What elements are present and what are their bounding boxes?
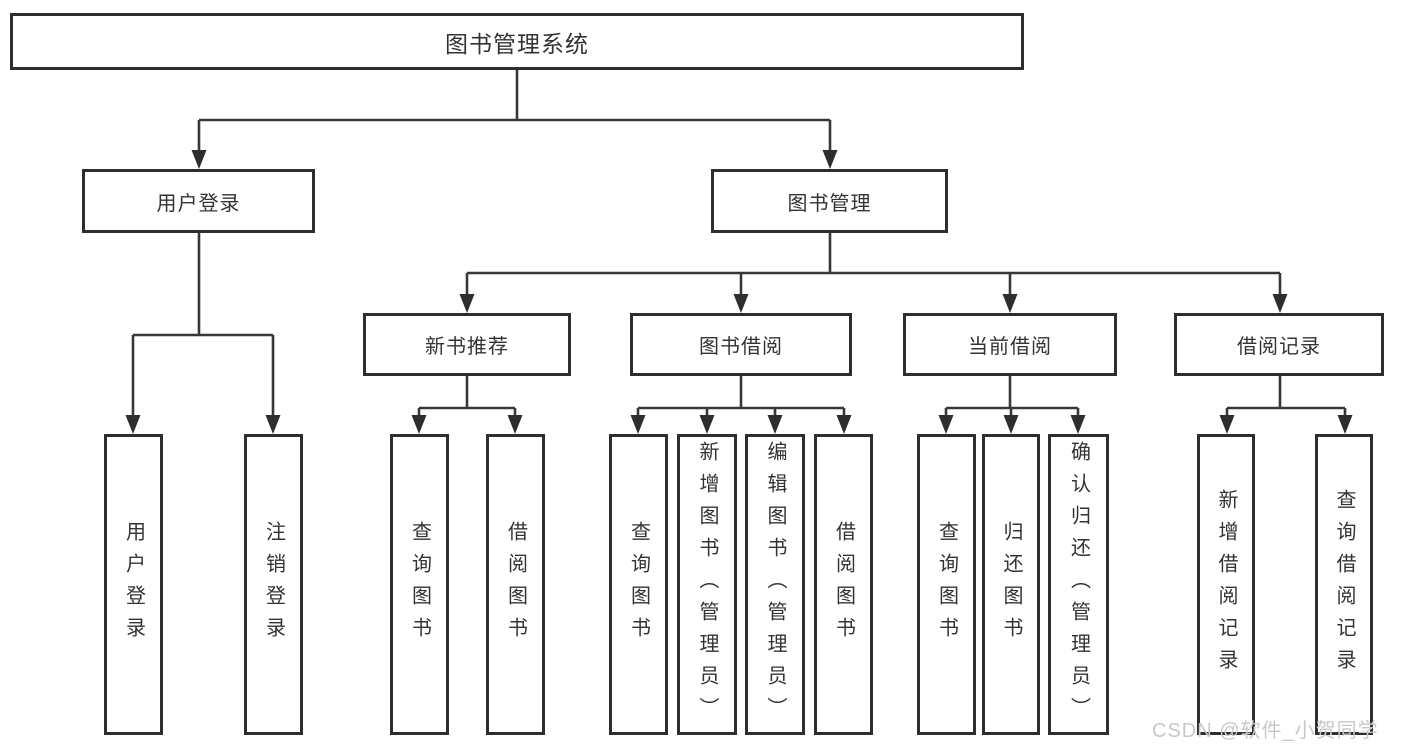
leaf-edit-book-admin-label: 编辑图书（管理员） [764,440,786,729]
leaf-query-borrow-record: 查询借阅记录 [1315,434,1373,735]
leaf-borrow-books-2: 借阅图书 [814,434,873,735]
leaf-return-books-label: 归还图书 [1000,520,1022,649]
node-new-book-recommend: 新书推荐 [363,313,571,376]
leaf-query-borrow-record-label: 查询借阅记录 [1333,488,1355,681]
leaf-borrow-books-2-label: 借阅图书 [832,520,855,649]
leaf-query-books-1: 查询图书 [390,434,449,735]
leaf-add-borrow-record: 新增借阅记录 [1197,434,1255,735]
leaf-add-book-admin: 新增图书（管理员） [677,434,737,735]
leaf-query-books-2-label: 查询图书 [627,520,650,649]
leaf-query-books-2: 查询图书 [609,434,668,735]
leaf-borrow-books-1-label: 借阅图书 [504,520,527,649]
leaf-query-books-3-label: 查询图书 [935,520,958,649]
node-book-borrow: 图书借阅 [630,313,852,376]
node-book-management: 图书管理 [711,169,948,233]
leaf-confirm-return-admin-label: 确认归还（管理员） [1067,440,1090,729]
node-root: 图书管理系统 [10,13,1024,70]
leaf-user-login-label: 用户登录 [122,520,145,649]
leaf-add-book-admin-label: 新增图书（管理员） [696,440,718,729]
leaf-query-books-3: 查询图书 [917,434,976,735]
leaf-add-borrow-record-label: 新增借阅记录 [1215,488,1237,681]
leaf-user-login: 用户登录 [104,434,163,735]
leaf-logout-label: 注销登录 [262,520,285,649]
leaf-logout: 注销登录 [244,434,303,735]
node-borrow-records: 借阅记录 [1174,313,1384,376]
leaf-query-books-1-label: 查询图书 [408,520,431,649]
node-current-borrow: 当前借阅 [903,313,1117,376]
leaf-borrow-books-1: 借阅图书 [486,434,545,735]
leaf-confirm-return-admin: 确认归还（管理员） [1048,434,1109,735]
csdn-watermark: CSDN @软件_小贺同学 [1152,720,1379,742]
leaf-return-books: 归还图书 [982,434,1040,735]
node-user-login: 用户登录 [82,169,315,233]
leaf-edit-book-admin: 编辑图书（管理员） [745,434,805,735]
